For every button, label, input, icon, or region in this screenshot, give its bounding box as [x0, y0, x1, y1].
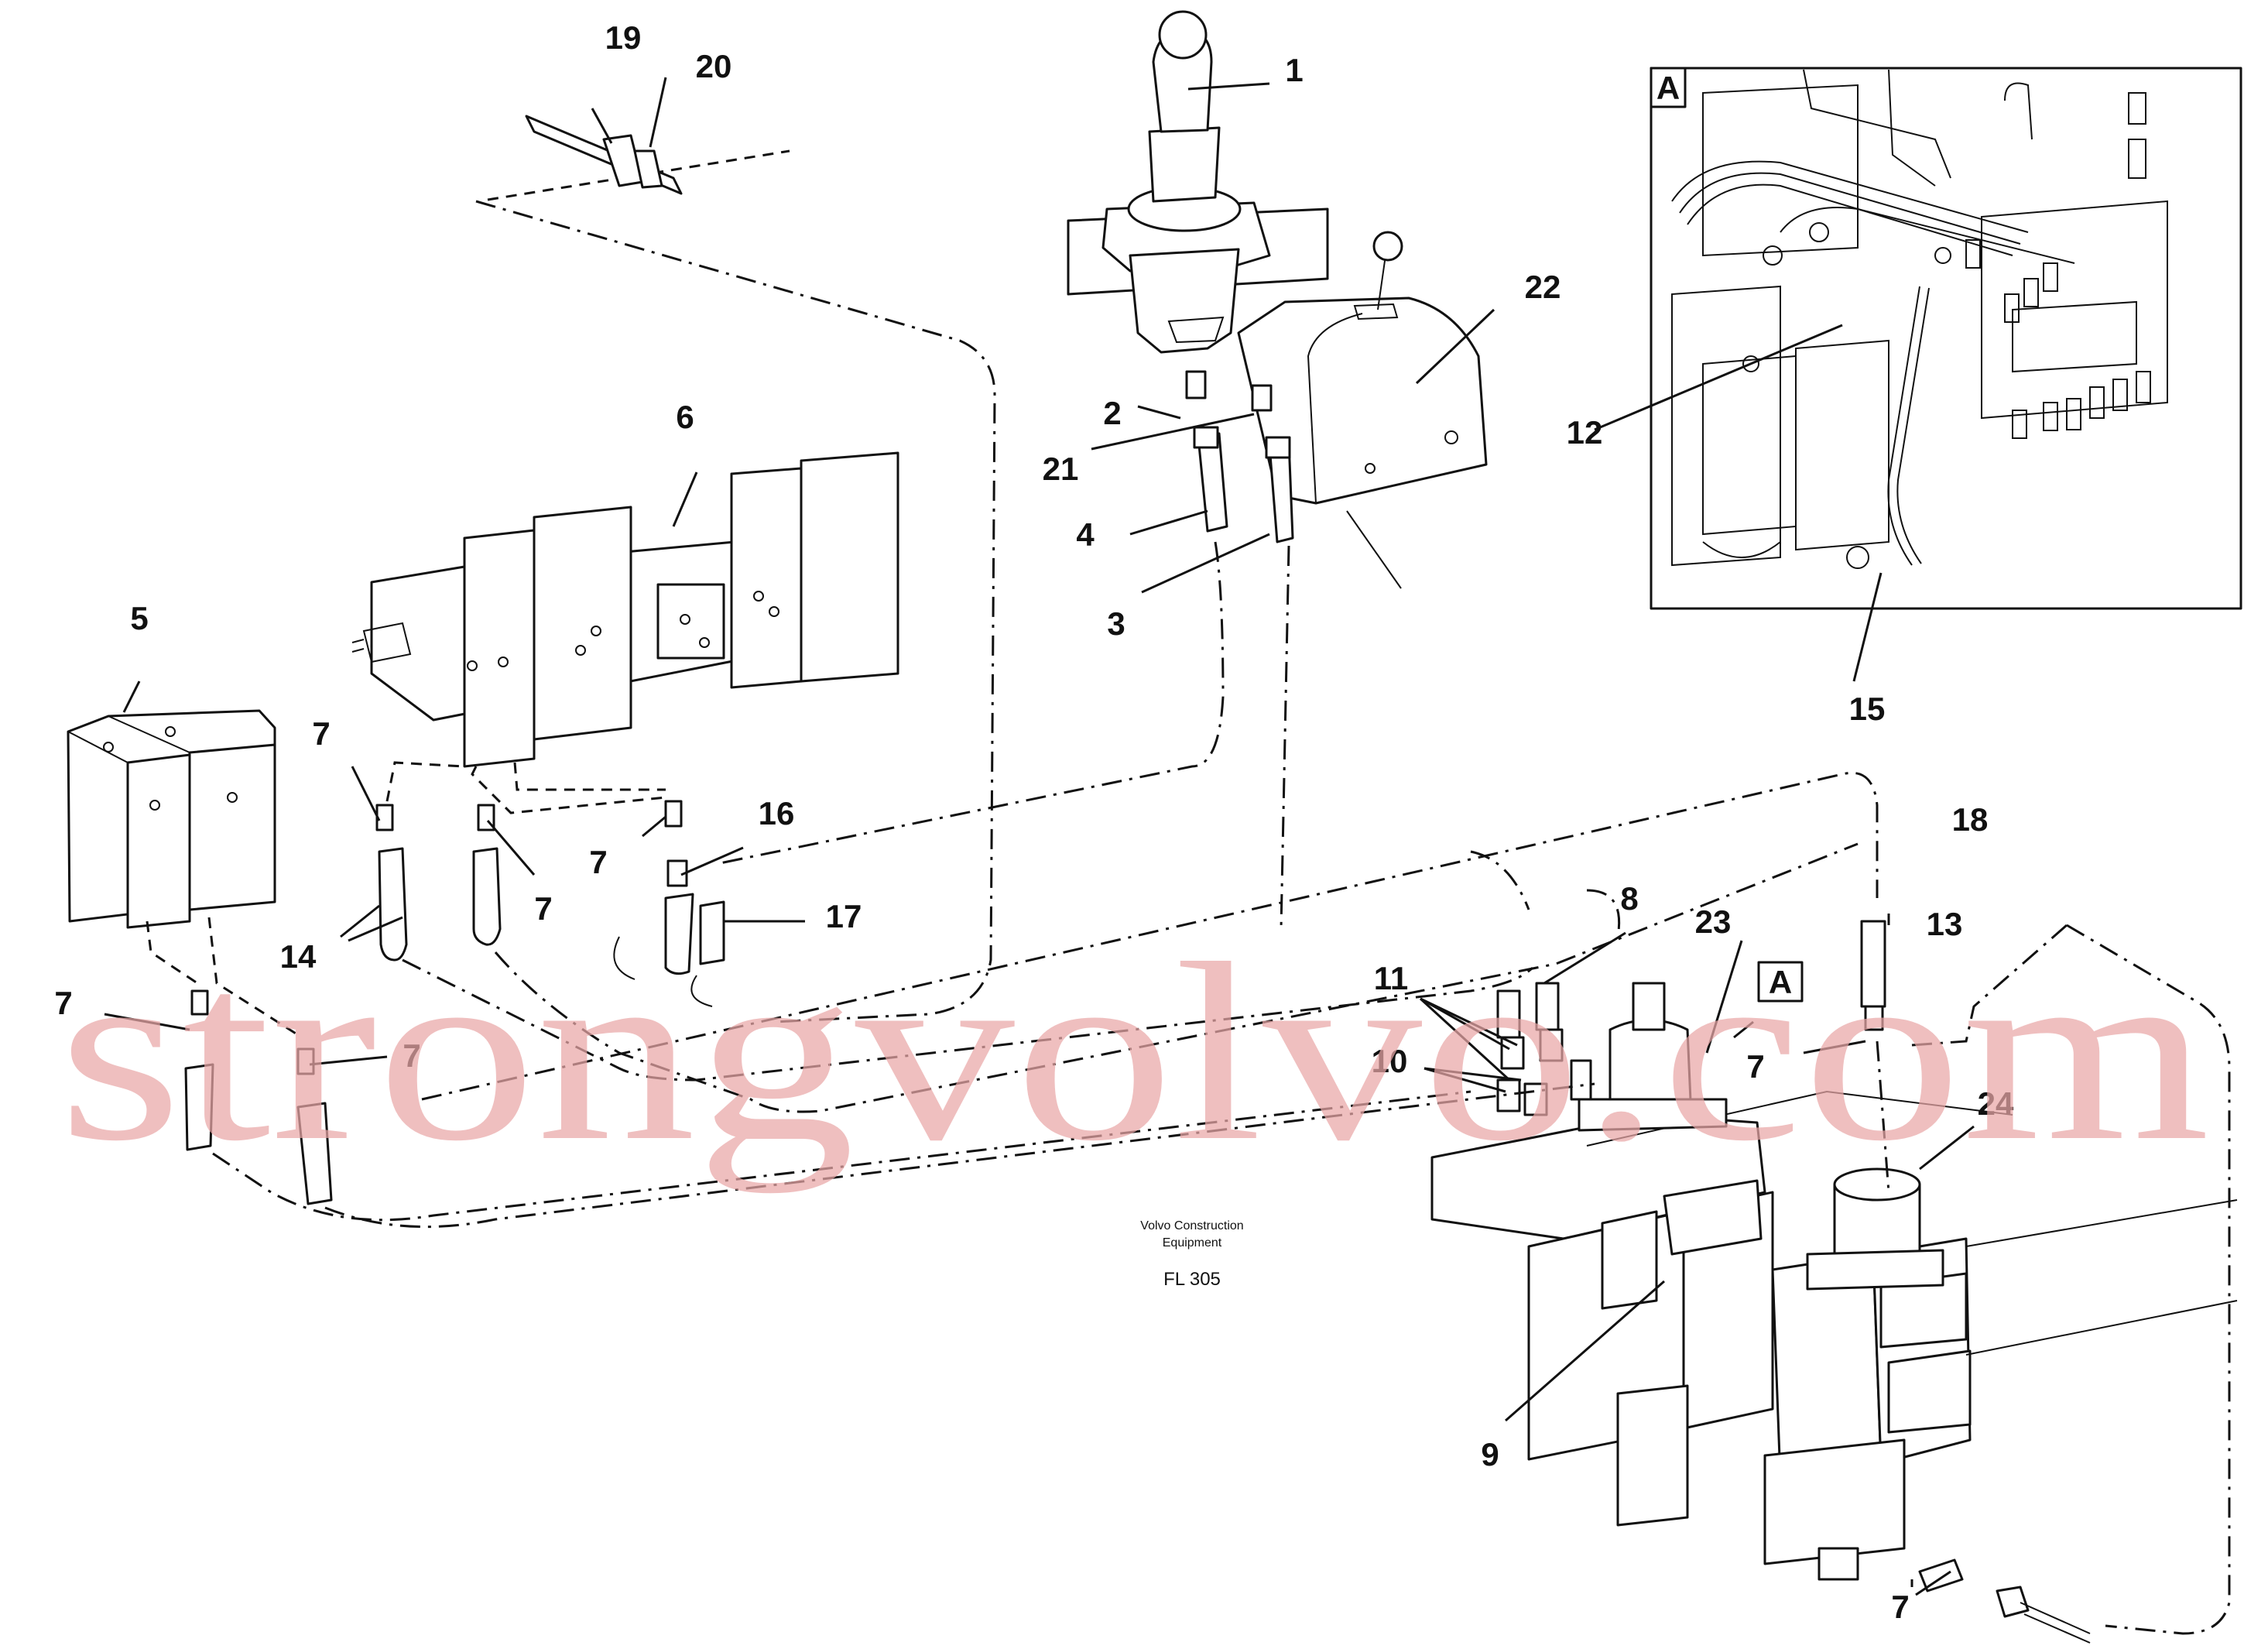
callout-14: 14	[280, 938, 317, 975]
detail-frame	[1650, 67, 2242, 610]
main-valve-assembly	[1430, 920, 2238, 1644]
callout-13: 13	[1927, 906, 1963, 942]
callout-18: 18	[1952, 801, 1989, 838]
valve-block-5	[67, 709, 276, 929]
callout-19: 19	[605, 19, 642, 56]
callout-8: 8	[1620, 880, 1638, 917]
callout-1: 1	[1285, 52, 1303, 88]
detail-view-a: A	[1650, 67, 2242, 610]
lever-housing	[1237, 231, 1488, 589]
caption-line-1: Volvo Construction	[1140, 1219, 1243, 1232]
caption-code: FL 305	[1163, 1269, 1221, 1290]
pipe-clamp	[525, 115, 683, 195]
callout-20: 20	[696, 48, 732, 84]
callout-17: 17	[826, 898, 862, 934]
callout-7-b: 7	[534, 890, 552, 927]
pipe-runs	[146, 149, 2231, 1635]
callout-23: 23	[1695, 903, 1732, 940]
callout-9: 9	[1481, 1436, 1499, 1472]
callout-3: 3	[1107, 605, 1125, 642]
callout-24: 24	[1978, 1085, 2014, 1122]
caption: Volvo Construction Equipment FL 305	[1140, 1219, 1243, 1290]
callout-12: 12	[1567, 414, 1603, 451]
callout-7-a: 7	[312, 715, 330, 752]
leader-lines	[104, 77, 1975, 1596]
line-fittings	[184, 800, 725, 1205]
detail-ref-label: A	[1769, 964, 1792, 1000]
callout-7-g: 7	[1891, 1589, 1909, 1625]
callout-6: 6	[676, 399, 694, 435]
detail-reference-a: A	[1757, 961, 1804, 1003]
detail-label-box	[1650, 67, 1687, 108]
valve-block-6	[351, 451, 899, 768]
callout-22: 22	[1525, 269, 1561, 305]
callout-11: 11	[1374, 960, 1408, 996]
watermark-text: strongvolvo.com	[58, 911, 2210, 1194]
callout-10: 10	[1372, 1043, 1408, 1079]
callout-7-e: 7	[403, 1037, 420, 1074]
callout-5: 5	[130, 600, 148, 636]
detail-label: A	[1656, 70, 1680, 106]
joystick-hoses	[1185, 370, 1294, 543]
callout-21: 21	[1043, 451, 1079, 487]
callout-2: 2	[1103, 395, 1121, 431]
callout-labels: 1 2 3 4 5 6 7 7 7 7 7 7 7 7 8 9 10 11 12…	[54, 19, 2014, 1625]
callout-7-f: 7	[1746, 1048, 1764, 1085]
callout-7-c: 7	[589, 844, 607, 880]
callout-16: 16	[759, 795, 795, 831]
callout-15: 15	[1849, 691, 1886, 727]
caption-line-2: Equipment	[1163, 1236, 1222, 1250]
pilot-control-lever	[1067, 10, 1329, 354]
callout-7-d: 7	[54, 985, 72, 1021]
callout-4: 4	[1076, 516, 1095, 553]
